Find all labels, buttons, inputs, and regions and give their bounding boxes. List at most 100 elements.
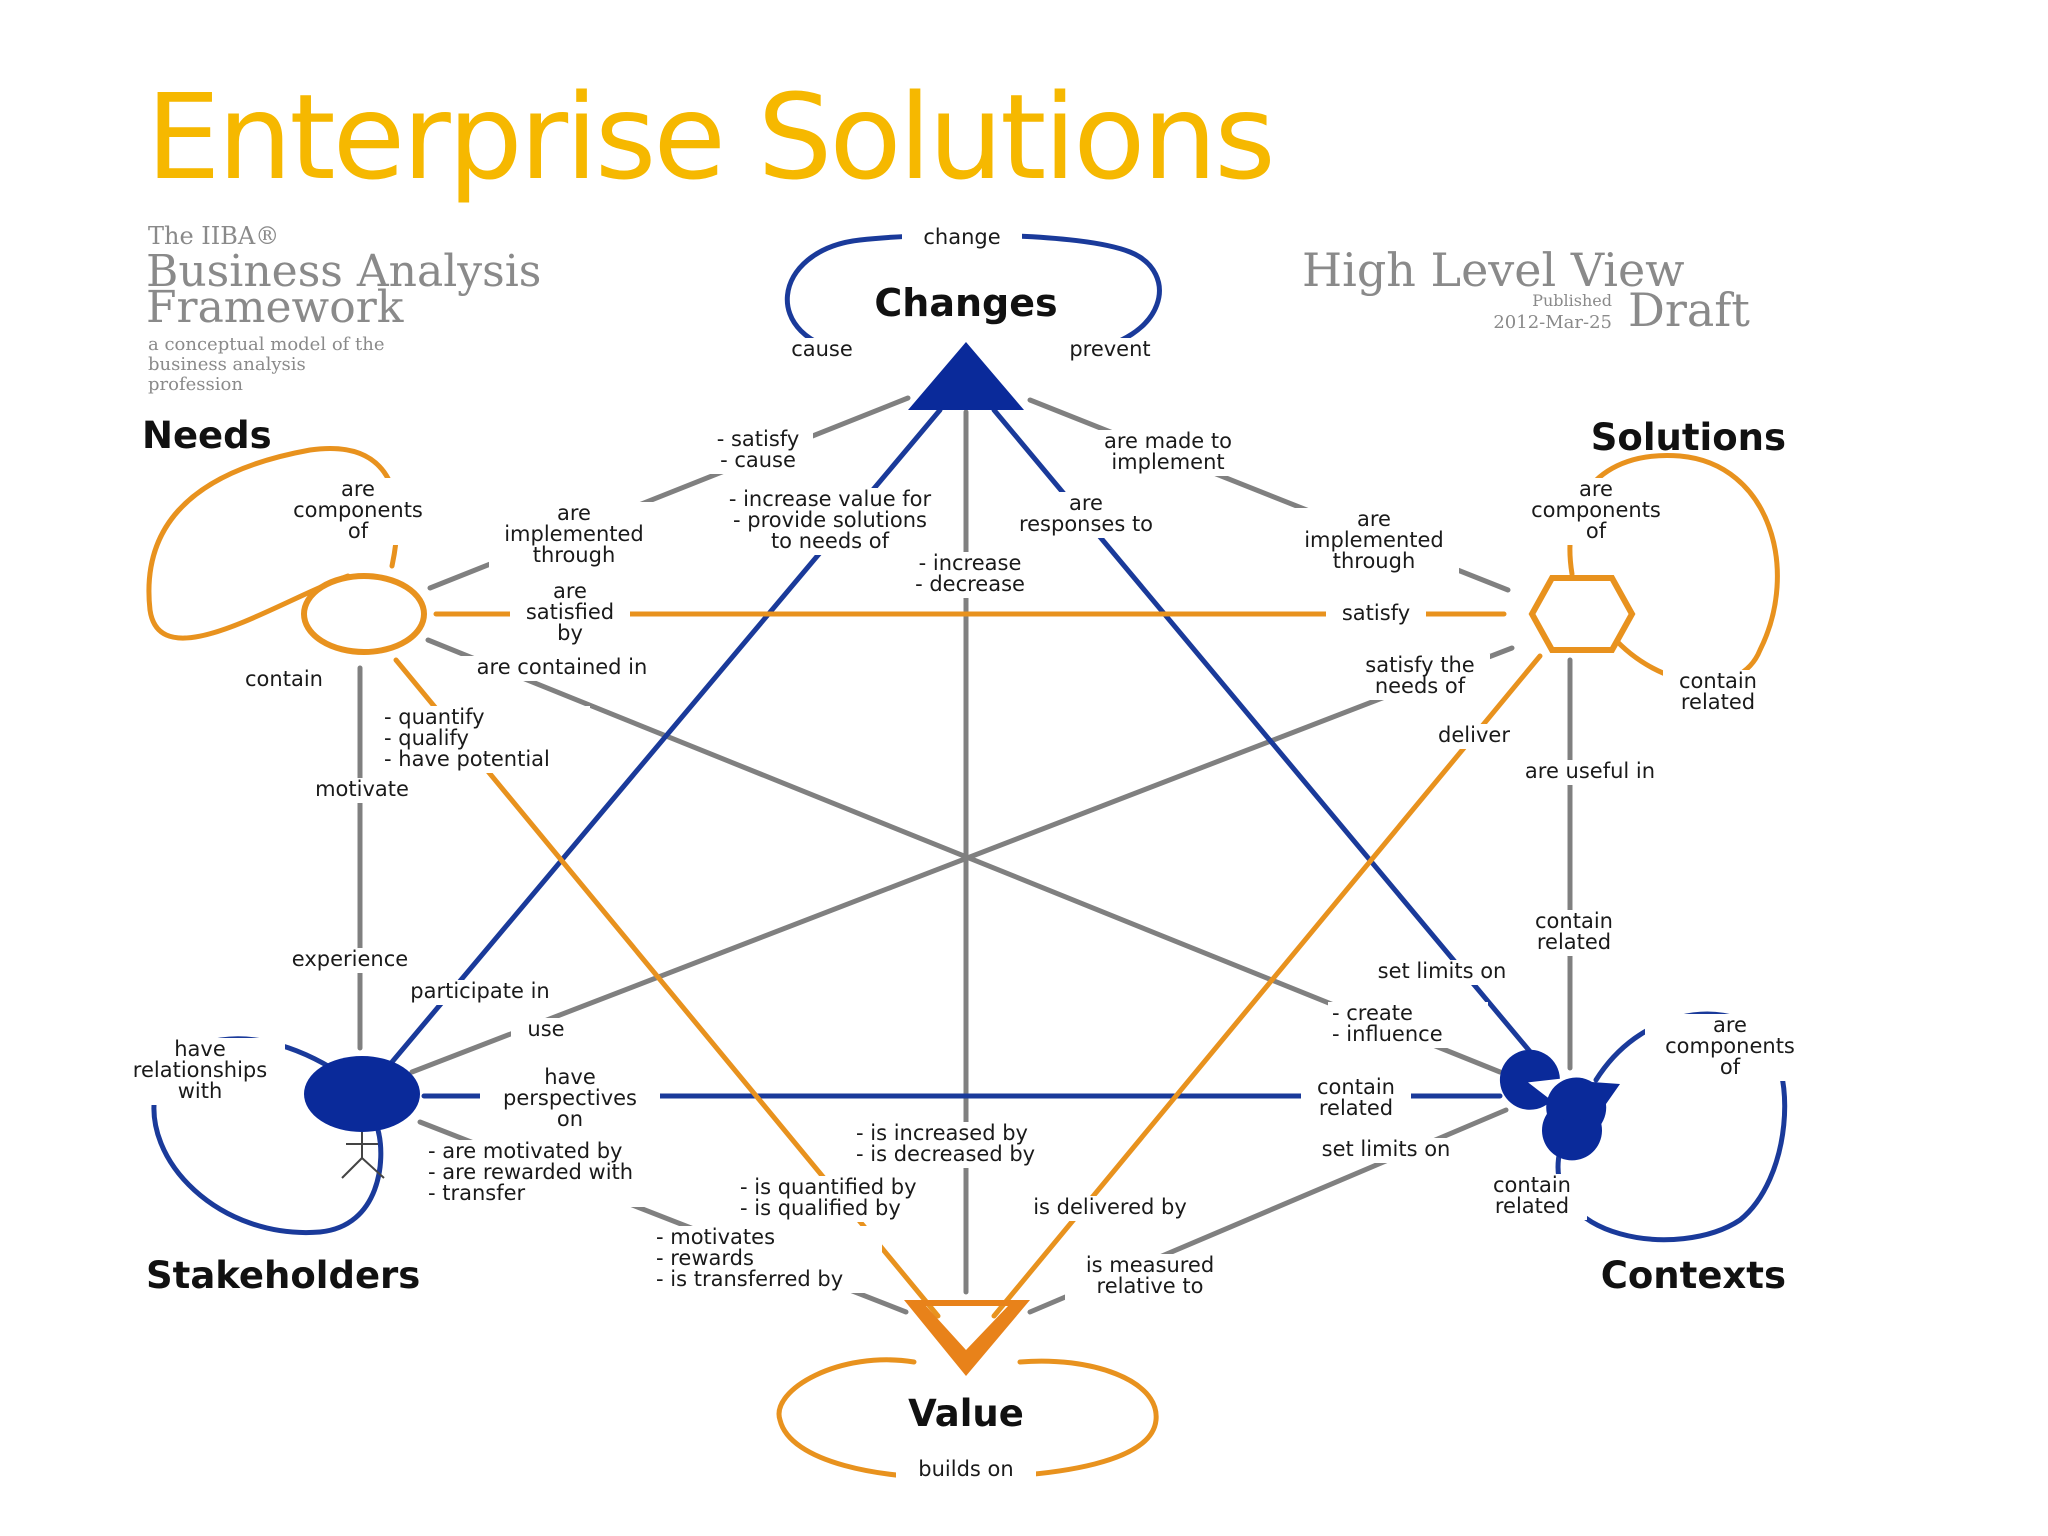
label-line: - qualify (384, 726, 469, 750)
label-line: to needs of (771, 529, 890, 553)
label-plate (302, 778, 422, 803)
framework-title-line2: Framework (146, 282, 404, 333)
label-line: related (1681, 690, 1755, 714)
relationship-labels: change cause prevent - satisfy- cause are ma… (115, 225, 1815, 1483)
label-line: on (557, 1107, 583, 1131)
label-plate (115, 1038, 285, 1105)
label-plate (1645, 1014, 1815, 1081)
label-line: related (1537, 930, 1611, 954)
label-plate (902, 226, 1022, 251)
iiba-label: The IIBA® (148, 222, 279, 250)
solutions-hexagon-icon (1528, 575, 1636, 653)
framework-desc-line2: business analysis (148, 354, 306, 375)
slide-title: Enterprise Solutions (146, 68, 1276, 206)
label-plate (1328, 1002, 1488, 1048)
label-line: related (1495, 1194, 1569, 1218)
framework-desc-line1: a conceptual model of the (148, 334, 385, 355)
label-satisfy: satisfy (1326, 601, 1426, 627)
label-prevent: prevent (1060, 337, 1160, 363)
label-line: through (1333, 549, 1416, 573)
label-line: are (341, 477, 375, 501)
label-plate (480, 1066, 660, 1133)
label-plate (703, 428, 813, 474)
label-line: - rewards (656, 1246, 754, 1270)
label-line: cause (791, 337, 853, 361)
label-quantified-by: - is quantified by- is qualified by (736, 1175, 946, 1222)
changes-triangle-icon (908, 342, 1024, 410)
label-plate (424, 1140, 674, 1207)
node-title-value: Value (908, 1392, 1024, 1435)
label-experience: experience (280, 947, 420, 973)
label-plate (395, 980, 565, 1005)
label-plate (280, 948, 420, 973)
label-line: - decrease (915, 572, 1025, 596)
label-useful-in: are useful in (1505, 759, 1675, 785)
label-line: - are rewarded with (428, 1160, 633, 1184)
label-line: related (1319, 1096, 1393, 1120)
label-increase-value: - increase value for- provide solutionst… (705, 487, 955, 555)
label-satisfy-cause: - satisfy- cause (703, 427, 813, 474)
label-plate (1015, 1196, 1205, 1221)
label-motivates: - motivates- rewards- is transferred by (652, 1225, 882, 1293)
label-line: builds on (918, 1457, 1013, 1481)
label-line: contain (1493, 1173, 1571, 1197)
label-line: contain (1535, 909, 1613, 933)
value-v-icon (904, 1300, 1030, 1376)
label-plate (1083, 430, 1253, 476)
label-line: - are motivated by (428, 1139, 622, 1163)
label-line: - is transferred by (656, 1267, 843, 1291)
label-line: responses to (1019, 512, 1153, 536)
label-builds-on: builds on (896, 1457, 1036, 1483)
label-plate (652, 1226, 882, 1293)
label-plate (852, 1122, 1092, 1168)
label-plate (1477, 1174, 1587, 1220)
label-line: satisfy (1342, 601, 1410, 625)
label-deliver: deliver (1424, 723, 1524, 749)
label-plate (457, 656, 667, 681)
label-create-influence: - create- influence (1328, 1001, 1488, 1048)
label-plate (905, 552, 1035, 598)
label-plate (896, 1458, 1036, 1483)
label-plate (511, 1018, 581, 1043)
label-set-limits-on-bottom: set limits on (1301, 1137, 1471, 1163)
label-line: of (348, 519, 369, 543)
node-title-solutions: Solutions (1591, 416, 1786, 459)
label-line: set limits on (1322, 1137, 1451, 1161)
label-quantify: - quantify- qualify- have potential (380, 705, 590, 773)
label-plate (1289, 508, 1459, 575)
label-line: components (293, 498, 423, 522)
label-line: contain (245, 667, 323, 691)
label-motivated-by: - are motivated by- are rewarded with- t… (424, 1139, 674, 1207)
label-line: have (544, 1065, 596, 1089)
label-participate-in: participate in (395, 979, 565, 1005)
label-set-limits-on-top: set limits on (1357, 959, 1527, 985)
label-use: use (511, 1017, 581, 1043)
needs-circle-icon (301, 573, 427, 655)
node-title-stakeholders: Stakeholders (146, 1254, 420, 1297)
label-line: are useful in (1525, 759, 1655, 783)
label-line: are (1069, 491, 1103, 515)
label-plate (705, 488, 955, 555)
label-plate (996, 492, 1176, 538)
label-plate (1505, 760, 1675, 785)
label-line: - is decreased by (856, 1142, 1035, 1166)
label-line: relative to (1097, 1274, 1204, 1298)
label-increased-by: - is increased by- is decreased by (852, 1121, 1092, 1168)
label-contain: contain (234, 667, 334, 693)
label-plate (1065, 1254, 1235, 1300)
label-line: change (923, 225, 1000, 249)
label-line: implemented (504, 522, 644, 546)
label-plate (1326, 602, 1426, 627)
node-title-contexts: Contexts (1601, 1254, 1786, 1297)
stakeholder-person-icon (304, 1056, 420, 1179)
label-line: - influence (1332, 1022, 1443, 1046)
